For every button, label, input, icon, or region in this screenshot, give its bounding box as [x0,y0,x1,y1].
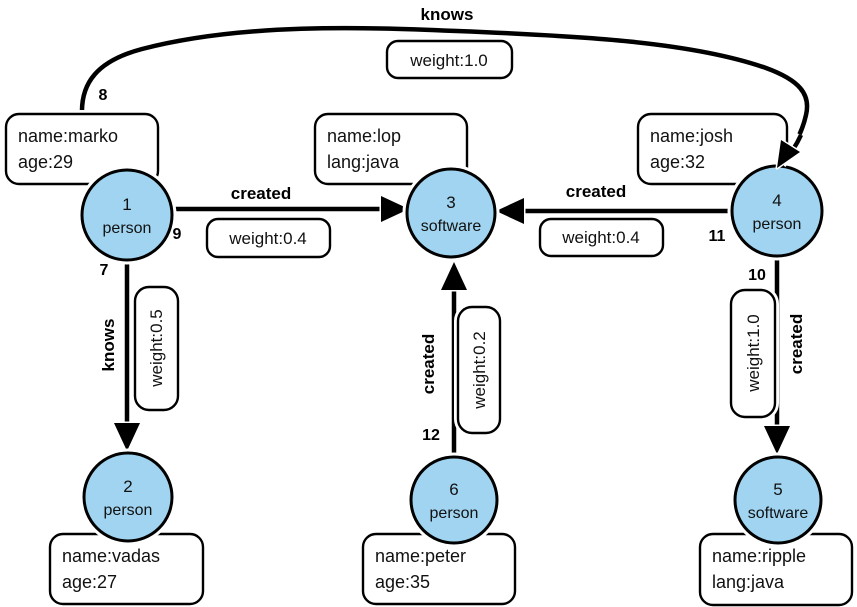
edge-knows-1-4-label: knows [421,5,474,24]
vertex-4-prop-name: name:josh [650,126,733,146]
vertex-6: 6 person [406,452,502,548]
edge-created-1-3-weight-box: weight:0.4 [203,215,334,261]
edge-created-4-5-label: created [787,314,806,374]
vertex-3: 3 software [402,164,500,262]
edge-knows-1-4-arrow [775,133,806,170]
edge-created-1-3 [168,194,411,224]
vertex-6-prop-age: age:35 [375,572,430,592]
vertex-2-label: person [104,502,153,519]
edge-knows-1-2-label: knows [99,319,118,372]
vertex-3-id: 3 [446,193,455,212]
edge-created-4-3-weight-box: weight:0.4 [536,215,667,260]
edge-created-1-3-label: created [231,184,291,203]
vertex-3-prop-lang: lang:java [327,152,400,172]
edge-created-1-3-arrowhead [379,194,411,224]
vertex-5: 5 software [730,452,826,548]
vertex-4-id: 4 [772,191,781,210]
edge-created-4-3-weight: weight:0.4 [561,228,640,247]
edge-created-4-3-arrowhead [494,196,526,226]
vertex-1-label: person [103,220,152,237]
edge-created-4-3-label: created [566,182,626,201]
vertex-6-properties-box: name:peter age:35 [359,530,519,607]
edge-knows-1-4-weight-box: weight:1.0 [383,37,516,82]
vertex-5-properties-box: name:ripple lang:java [696,530,856,607]
vertex-4: 4 person [727,161,827,261]
vertex-1-prop-name: name:marko [18,126,118,146]
vertex-4-prop-age: age:32 [650,152,705,172]
edge-7-id: 7 [100,262,109,279]
vertex-6-prop-name: name:peter [375,546,466,566]
vertex-1-prop-age: age:29 [18,152,73,172]
edge-created-4-5-weight: weight:1.0 [744,314,763,393]
vertex-4-label: person [753,216,802,233]
vertex-6-label: person [430,505,479,522]
vertex-6-id: 6 [449,480,458,499]
vertex-5-label: software [748,505,809,522]
vertex-1: 1 person [77,165,177,265]
vertex-4-properties-box: name:josh age:32 [634,110,791,188]
edge-created-1-3-weight: weight:0.4 [228,229,307,248]
vertex-2-id: 2 [123,477,132,496]
edge-knows-1-2-arrowhead [112,421,142,453]
vertex-2-properties-box: name:vadas age:27 [46,530,207,607]
edge-knows-1-2 [112,258,142,453]
edge-10-id: 10 [748,267,766,284]
edge-12-id: 12 [422,427,440,444]
edge-created-4-3 [494,196,733,226]
edge-created-4-5-arrowhead [762,424,792,456]
vertex-3-label: software [421,218,482,235]
edge-created-6-3-weight: weight:0.2 [470,331,489,410]
edge-created-6-3-arrowhead [439,260,469,292]
vertex-5-prop-name: name:ripple [712,546,806,566]
edge-created-6-3-weight-box: weight:0.2 [454,303,504,437]
edge-knows-1-4 [77,23,812,186]
vertex-2-prop-age: age:27 [62,572,117,592]
edge-knows-1-4-arrowhead [775,138,802,170]
vertex-3-prop-name: name:lop [327,126,401,146]
vertex-2-prop-name: name:vadas [62,546,160,566]
edge-created-4-5-weight-box: weight:1.0 [727,286,779,421]
vertex-3-properties-box: name:lop lang:java [311,110,471,188]
edge-created-6-3-label: created [419,334,438,394]
vertex-5-id: 5 [773,480,782,499]
vertex-5-prop-lang: lang:java [712,572,785,592]
vertex-2: 2 person [79,448,177,546]
edge-knows-1-2-weight: weight:0.5 [147,309,166,388]
edge-11-id: 11 [709,228,726,245]
edge-knows-1-2-weight-box: weight:0.5 [131,283,182,414]
vertex-1-id: 1 [122,195,131,214]
edge-9-id: 9 [173,226,182,243]
edge-knows-1-4-weight: weight:1.0 [409,51,488,70]
edge-8-id: 8 [99,87,108,104]
